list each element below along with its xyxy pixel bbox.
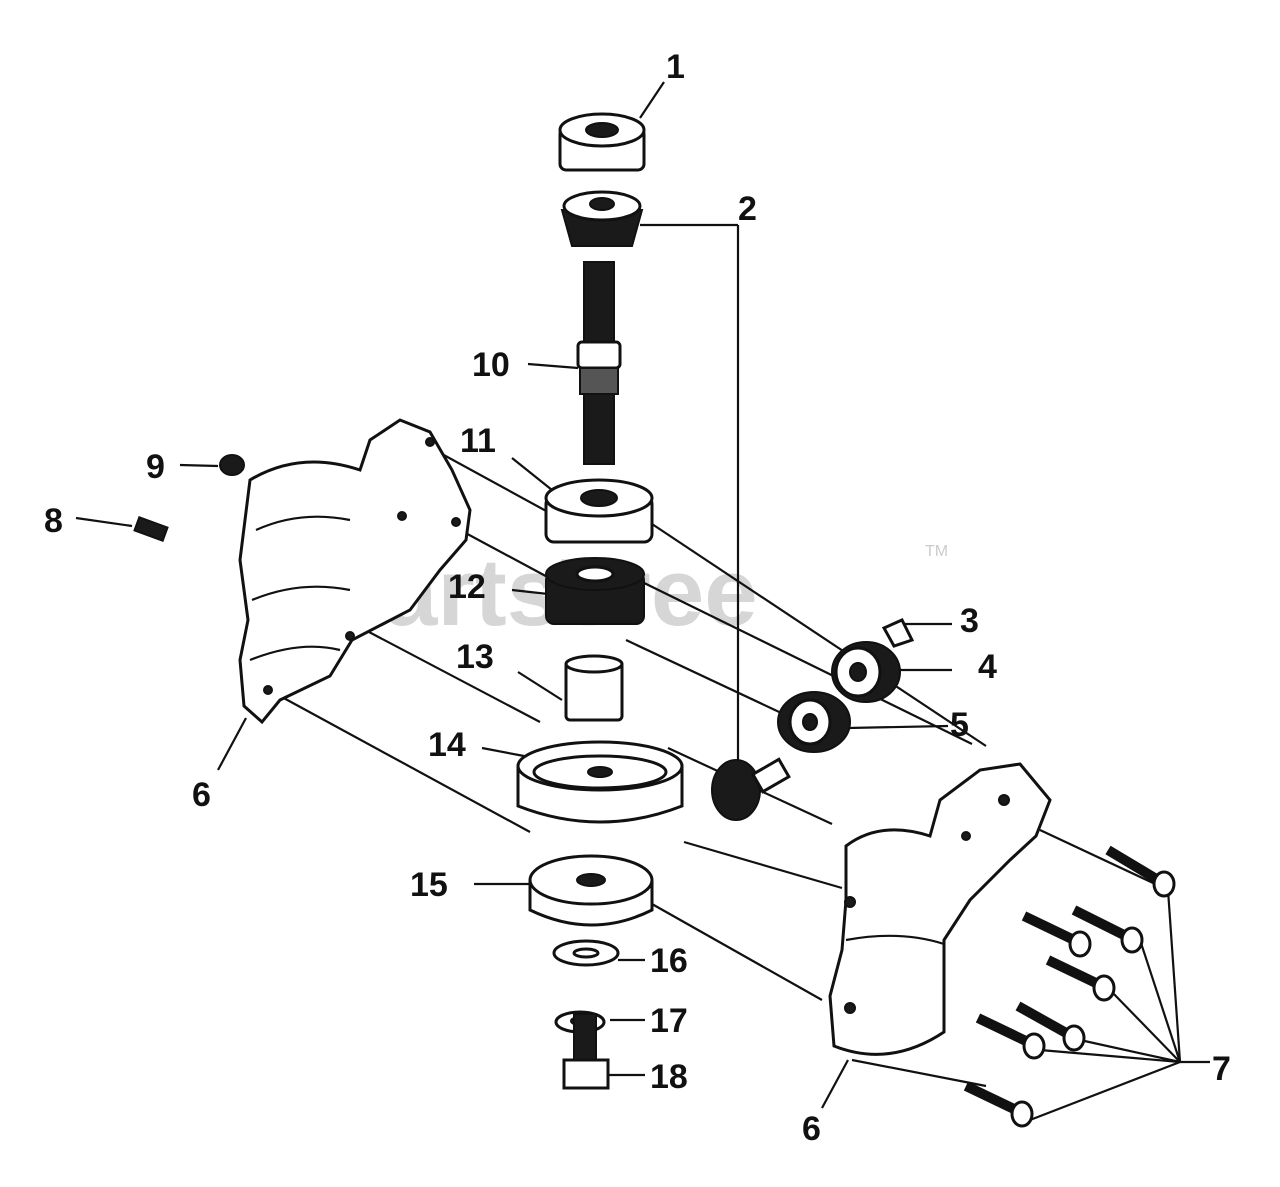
label-6-right: 6 bbox=[802, 1110, 821, 1148]
label-17: 17 bbox=[650, 1002, 688, 1040]
part-16-washer bbox=[552, 939, 620, 967]
part-14-cup bbox=[516, 740, 684, 824]
part-3-key bbox=[881, 618, 915, 648]
label-13: 13 bbox=[456, 638, 494, 676]
screw-b bbox=[1071, 905, 1144, 954]
watermark-trademark: TM bbox=[925, 543, 948, 560]
part-18-bolt bbox=[562, 1013, 610, 1090]
part-1-bearing bbox=[558, 112, 646, 172]
part-10-shaft bbox=[576, 261, 622, 465]
screw-c bbox=[1021, 911, 1092, 958]
screw-d bbox=[1045, 955, 1116, 1002]
label-12: 12 bbox=[448, 568, 486, 606]
label-5: 5 bbox=[950, 706, 969, 744]
screw-f bbox=[975, 1013, 1046, 1060]
part-13-spacer bbox=[564, 654, 624, 722]
part-9-screw bbox=[219, 454, 245, 476]
label-11: 11 bbox=[460, 422, 496, 460]
part-11-bearing bbox=[544, 478, 654, 544]
label-2: 2 bbox=[738, 190, 757, 228]
label-3: 3 bbox=[960, 602, 979, 640]
label-10: 10 bbox=[472, 346, 510, 384]
part-6-case-right bbox=[828, 762, 1052, 1056]
part-7-screws bbox=[963, 845, 1176, 1128]
part-4-bearing bbox=[831, 641, 901, 703]
part-labels: 1 2 3 4 5 6 6 7 8 9 10 11 12 13 14 15 16… bbox=[44, 48, 1231, 1148]
label-16: 16 bbox=[650, 942, 688, 980]
label-1: 1 bbox=[666, 48, 685, 86]
part-8-fitting bbox=[133, 516, 169, 542]
part-15-holder bbox=[528, 854, 654, 927]
part-6-case-left bbox=[238, 418, 472, 725]
label-8: 8 bbox=[44, 502, 63, 540]
part-2-gear bbox=[560, 190, 644, 247]
label-14: 14 bbox=[428, 726, 466, 764]
part-2-pinion bbox=[711, 757, 791, 821]
screw-e bbox=[1015, 1001, 1086, 1052]
leader-lines bbox=[75, 81, 1210, 1122]
screw-g bbox=[963, 1081, 1034, 1128]
label-9: 9 bbox=[146, 448, 165, 486]
label-4: 4 bbox=[978, 648, 997, 686]
part-12-bearing bbox=[545, 557, 645, 625]
label-7: 7 bbox=[1212, 1050, 1231, 1088]
label-6-left: 6 bbox=[192, 776, 211, 814]
label-18: 18 bbox=[650, 1058, 688, 1096]
label-15: 15 bbox=[410, 866, 448, 904]
part-5-gear bbox=[777, 691, 851, 753]
screw-a bbox=[1105, 845, 1176, 898]
